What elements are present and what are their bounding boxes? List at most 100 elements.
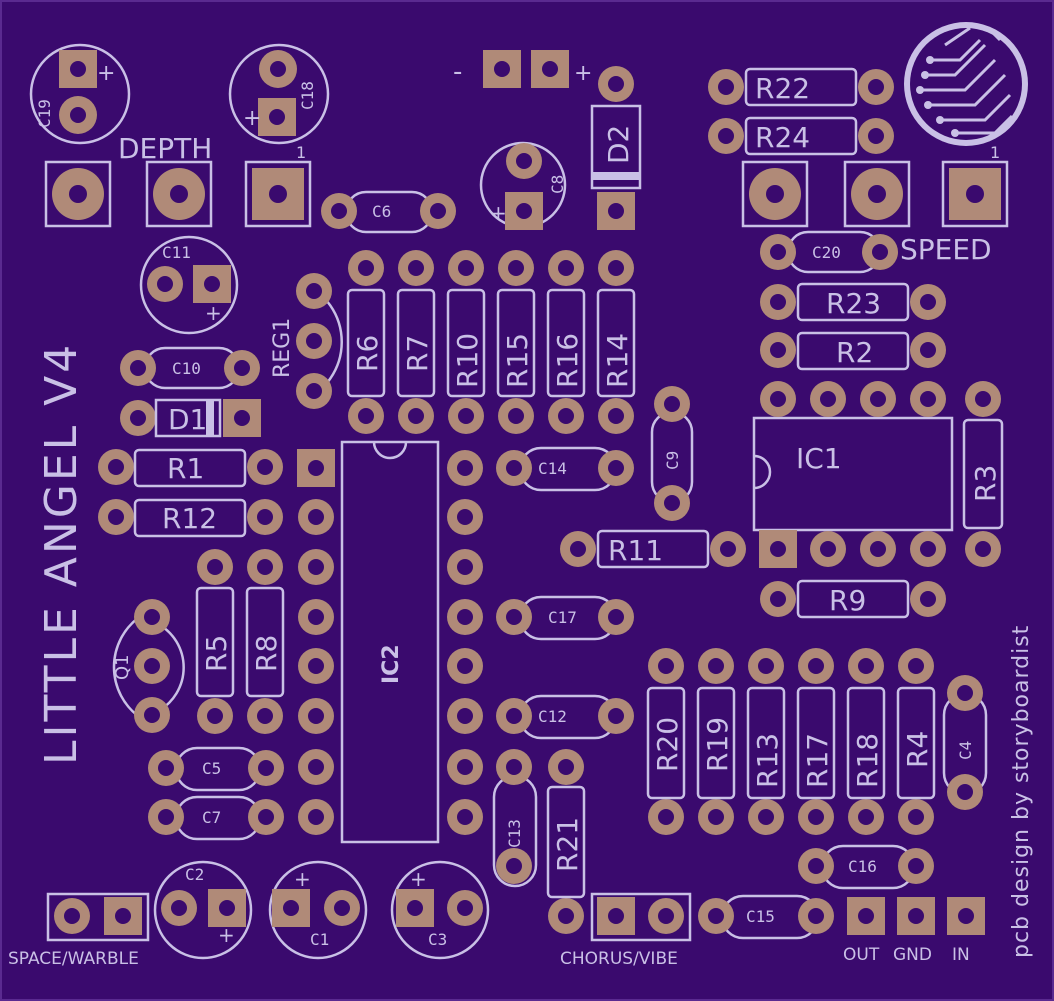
svg-text:R11: R11 (608, 534, 663, 567)
svg-text:C8: C8 (548, 175, 567, 194)
svg-text:1: 1 (990, 143, 1000, 162)
svg-text:R22: R22 (755, 72, 810, 105)
resistor-r11: R11 (560, 529, 746, 569)
resistor-r19: R19 (696, 648, 736, 835)
cap-c5: C5 (148, 746, 284, 792)
svg-text:C12: C12 (538, 707, 567, 726)
cap-c2: + C2 (153, 860, 253, 960)
in-label: IN (952, 945, 970, 965)
svg-text:R20: R20 (651, 717, 684, 772)
svg-text:C1: C1 (310, 930, 329, 949)
svg-text:C9: C9 (663, 451, 682, 470)
svg-text:REG1: REG1 (270, 318, 295, 378)
svg-text:C7: C7 (202, 808, 221, 827)
ic-ic2: IC2 (297, 440, 483, 844)
cap-c4: C4 (942, 675, 988, 810)
cap-c13: C13 (492, 749, 538, 888)
resistor-r13: R13 (746, 648, 786, 835)
resistor-r2: R2 (760, 331, 946, 371)
cap-c18: + C18 (228, 43, 330, 145)
cap-c9: C9 (650, 386, 694, 521)
depth-label: DEPTH (118, 132, 212, 165)
resistor-r22: R22 (708, 67, 894, 107)
resistor-r6: R6 (346, 250, 386, 434)
svg-text:IC1: IC1 (796, 442, 842, 475)
svg-text:+: + (218, 923, 235, 947)
svg-text:R14: R14 (601, 333, 634, 388)
svg-text:C14: C14 (538, 459, 567, 478)
svg-text:C15: C15 (746, 907, 775, 926)
svg-text:C20: C20 (812, 243, 841, 262)
svg-text:+: + (490, 201, 507, 225)
svg-text:R15: R15 (501, 333, 534, 388)
svg-text:R2: R2 (836, 336, 873, 369)
resistor-r12: R12 (98, 498, 283, 538)
svg-text:C3: C3 (428, 930, 447, 949)
power-header: - + (453, 50, 592, 88)
resistor-r14: R14 (596, 250, 636, 434)
svg-text:C13: C13 (505, 819, 524, 848)
svg-text:C11: C11 (162, 243, 191, 262)
resistor-r3: R3 (962, 381, 1004, 567)
resistor-r23: R23 (760, 282, 946, 322)
pot-depth (44, 160, 312, 228)
svg-text:+: + (205, 301, 222, 325)
resistor-r4: R4 (896, 648, 936, 835)
svg-text:R6: R6 (351, 335, 384, 372)
cap-c16: C16 (798, 844, 934, 890)
cap-c8: + C8 (479, 141, 567, 230)
cap-c10: C10 (120, 346, 260, 390)
svg-text:C17: C17 (548, 608, 577, 627)
resistor-r5: R5 (195, 549, 235, 734)
svg-text:R19: R19 (701, 717, 734, 772)
cap-c15: C15 (698, 894, 834, 940)
cap-c11: + C11 (139, 235, 239, 335)
header-chorus-vibe (590, 892, 692, 942)
out-label: OUT (843, 945, 880, 965)
svg-text:+: + (243, 106, 261, 131)
resistor-r1: R1 (98, 448, 283, 488)
svg-text:R9: R9 (829, 584, 866, 617)
storyboardist-logo (904, 22, 1028, 146)
svg-text:+: + (574, 61, 592, 86)
svg-text:+: + (294, 867, 311, 891)
resistor-r7: R7 (396, 250, 436, 434)
diode-d2: D2 (590, 66, 642, 230)
svg-text:D2: D2 (602, 125, 635, 164)
speed-label: SPEED (900, 233, 992, 266)
cap-c14: C14 (496, 446, 634, 492)
svg-text:IC2: IC2 (379, 644, 404, 684)
space-warble-label: SPACE/WARBLE (8, 949, 139, 969)
svg-text:C2: C2 (185, 865, 204, 884)
cap-c12: C12 (496, 694, 634, 740)
svg-text:R3: R3 (969, 465, 1002, 502)
resistor-r15: R15 (496, 250, 536, 434)
cap-c3: + C3 (390, 860, 490, 960)
diode-d1: D1 (120, 398, 261, 438)
svg-text:C5: C5 (202, 759, 221, 778)
svg-text:R21: R21 (551, 817, 584, 872)
pot-speed (741, 160, 1009, 228)
transistor-q1: Q1 (112, 599, 185, 733)
resistor-r10: R10 (446, 250, 486, 434)
resistor-r17: R17 (796, 648, 836, 835)
svg-text:R10: R10 (451, 333, 484, 388)
board-credit: pcb design by storyboardist (1009, 625, 1034, 958)
svg-text:C4: C4 (956, 741, 975, 760)
svg-text:R5: R5 (200, 635, 233, 672)
board-title: LITTLE ANGEL V4 (36, 342, 87, 765)
resistor-r9: R9 (760, 579, 946, 619)
svg-text:R24: R24 (755, 121, 810, 154)
svg-text:C19: C19 (35, 99, 54, 128)
svg-text:+: + (410, 867, 427, 891)
svg-text:D1: D1 (168, 403, 207, 436)
svg-text:R13: R13 (751, 733, 784, 788)
svg-text:C6: C6 (372, 202, 391, 221)
cap-c1: + C1 (268, 860, 368, 960)
resistor-r21: R21 (546, 749, 586, 934)
chorus-vibe-label: CHORUS/VIBE (560, 949, 678, 969)
resistor-r16: R16 (546, 250, 586, 434)
svg-text:Q1: Q1 (112, 654, 133, 680)
svg-text:R16: R16 (551, 333, 584, 388)
